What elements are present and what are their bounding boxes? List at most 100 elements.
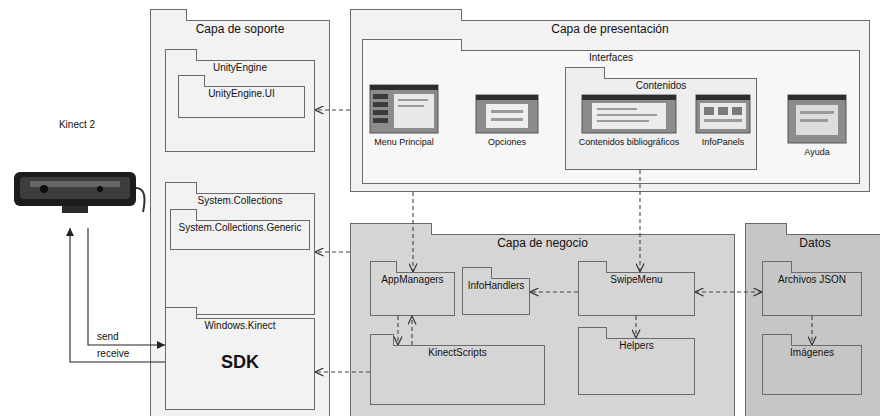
device-name: Kinect 2 [59,119,95,131]
package-name: Interfaces [589,52,633,64]
thumbnail-tile [718,107,728,115]
kinect-device: Kinect 2 [8,118,146,228]
thumbnail-header [476,95,538,100]
screen-thumbnail [696,95,750,133]
package-name: Contenidos [636,80,687,92]
screen-node: Ayuda [785,95,849,159]
thumbnail-line [597,108,637,110]
package: InterfacesMenu Principal Opciones Contenid… [362,50,860,184]
kinect-lens [97,186,103,192]
package: AppManagers [370,272,455,316]
dependency-arrow [811,316,812,345]
thumbnail-frame [370,85,438,133]
screen-thumbnail [582,95,676,133]
package: Windows.KinectSDK [165,318,315,410]
screen-thumbnail [788,95,846,143]
screen-thumbnail [476,95,538,133]
package-name: System.Collections.Generic [179,222,302,234]
package-name: Imágenes [790,347,834,359]
kinect-sensor [14,172,145,213]
thumbnail-header [370,85,438,90]
kinect-stand [62,206,88,213]
package: Imágenes [762,345,862,395]
thumbnail-panel [796,105,838,135]
screen-node: InfoPanels [694,95,752,149]
edge-label: send [95,331,121,343]
layer-package: Capa de negocioAppManagersInfoHandlers Sw… [350,234,735,416]
screen-caption: Contenidos bibliográficos [579,137,680,148]
thumbnail-line [800,111,834,114]
screen-node: Opciones [474,95,540,149]
package-name: System.Collections [197,195,282,207]
screen-node: Menu Principal [368,85,440,149]
screen-caption: Menu Principal [374,137,434,148]
thumbnail-header [582,95,676,100]
signal-line [88,228,165,345]
dependency-arrow [411,316,412,345]
package-name: KinectScripts [428,347,486,359]
package: KinectScripts [370,345,545,405]
thumbnail-frame [476,95,538,133]
package-name: Helpers [619,340,653,352]
package: SwipeMenu [578,272,695,316]
dependency-arrow [315,371,370,372]
thumbnail-button [373,94,388,99]
layer-package: Capa de soporteUnityEngineUnityEngine.UI… [150,20,330,416]
layer-title: Capa de negocio [497,236,588,250]
dependency-arrow [412,192,413,272]
thumbnail-header [696,95,750,100]
thumbnail-line [398,99,428,101]
sdk-label: SDK [221,352,259,374]
thumbnail-tile [704,107,714,115]
dependency-arrow [315,109,350,110]
kinect-body [14,172,136,206]
thumbnail-line [704,119,742,122]
thumbnail-panel [700,103,746,129]
thumbnail-line [597,120,649,122]
package-name: Windows.Kinect [204,320,275,332]
package-name: SwipeMenu [610,274,662,286]
thumbnail-button [373,110,388,115]
screen-node: Contenidos bibliográficos [570,95,688,149]
dependency-arrow [639,170,640,272]
layer-title: Capa de soporte [196,22,285,36]
layer-title: Capa de presentación [551,22,668,36]
thumbnail-line [800,119,828,122]
screen-caption: InfoPanels [702,137,745,148]
layer-package: Capa de presentaciónInterfacesMenu Princ… [350,20,870,192]
dependency-arrow [695,291,762,292]
thumbnail-panel [394,94,434,128]
package-name: UnityEngine [213,62,267,74]
package: UnityEngineUnityEngine.UI [165,60,315,152]
thumbnail-frame [788,95,846,143]
thumbnail-frame [582,95,676,133]
layer-package: DatosArchivos JSONImágenes [745,234,880,416]
dependency-arrow [635,316,636,338]
signal-line [70,228,165,362]
thumbnail-header [788,95,846,100]
kinect-face [20,177,130,199]
package: System.CollectionsSystem.Collections.Gen… [165,193,315,315]
thumbnail-frame [696,95,750,133]
dependency-arrow [315,251,350,252]
package: UnityEngine.UI [178,86,305,118]
package-name: UnityEngine.UI [208,88,275,100]
kinect-reflection [30,181,120,187]
thumbnail-panel [592,103,666,129]
screen-thumbnail [370,85,438,133]
thumbnail-line [491,118,523,121]
layer-title: Datos [799,236,830,250]
package-name: AppManagers [381,274,443,286]
thumbnail-panel [486,104,528,128]
thumbnail-line [491,110,523,113]
screen-caption: Opciones [488,137,526,148]
kinect-cable [136,188,145,212]
edge-label: receive [95,348,131,360]
dependency-arrow [397,316,398,345]
thumbnail-button [373,118,388,123]
thumbnail-line [597,114,657,116]
kinect-lens [40,185,48,193]
package-name: InfoHandlers [468,280,525,292]
